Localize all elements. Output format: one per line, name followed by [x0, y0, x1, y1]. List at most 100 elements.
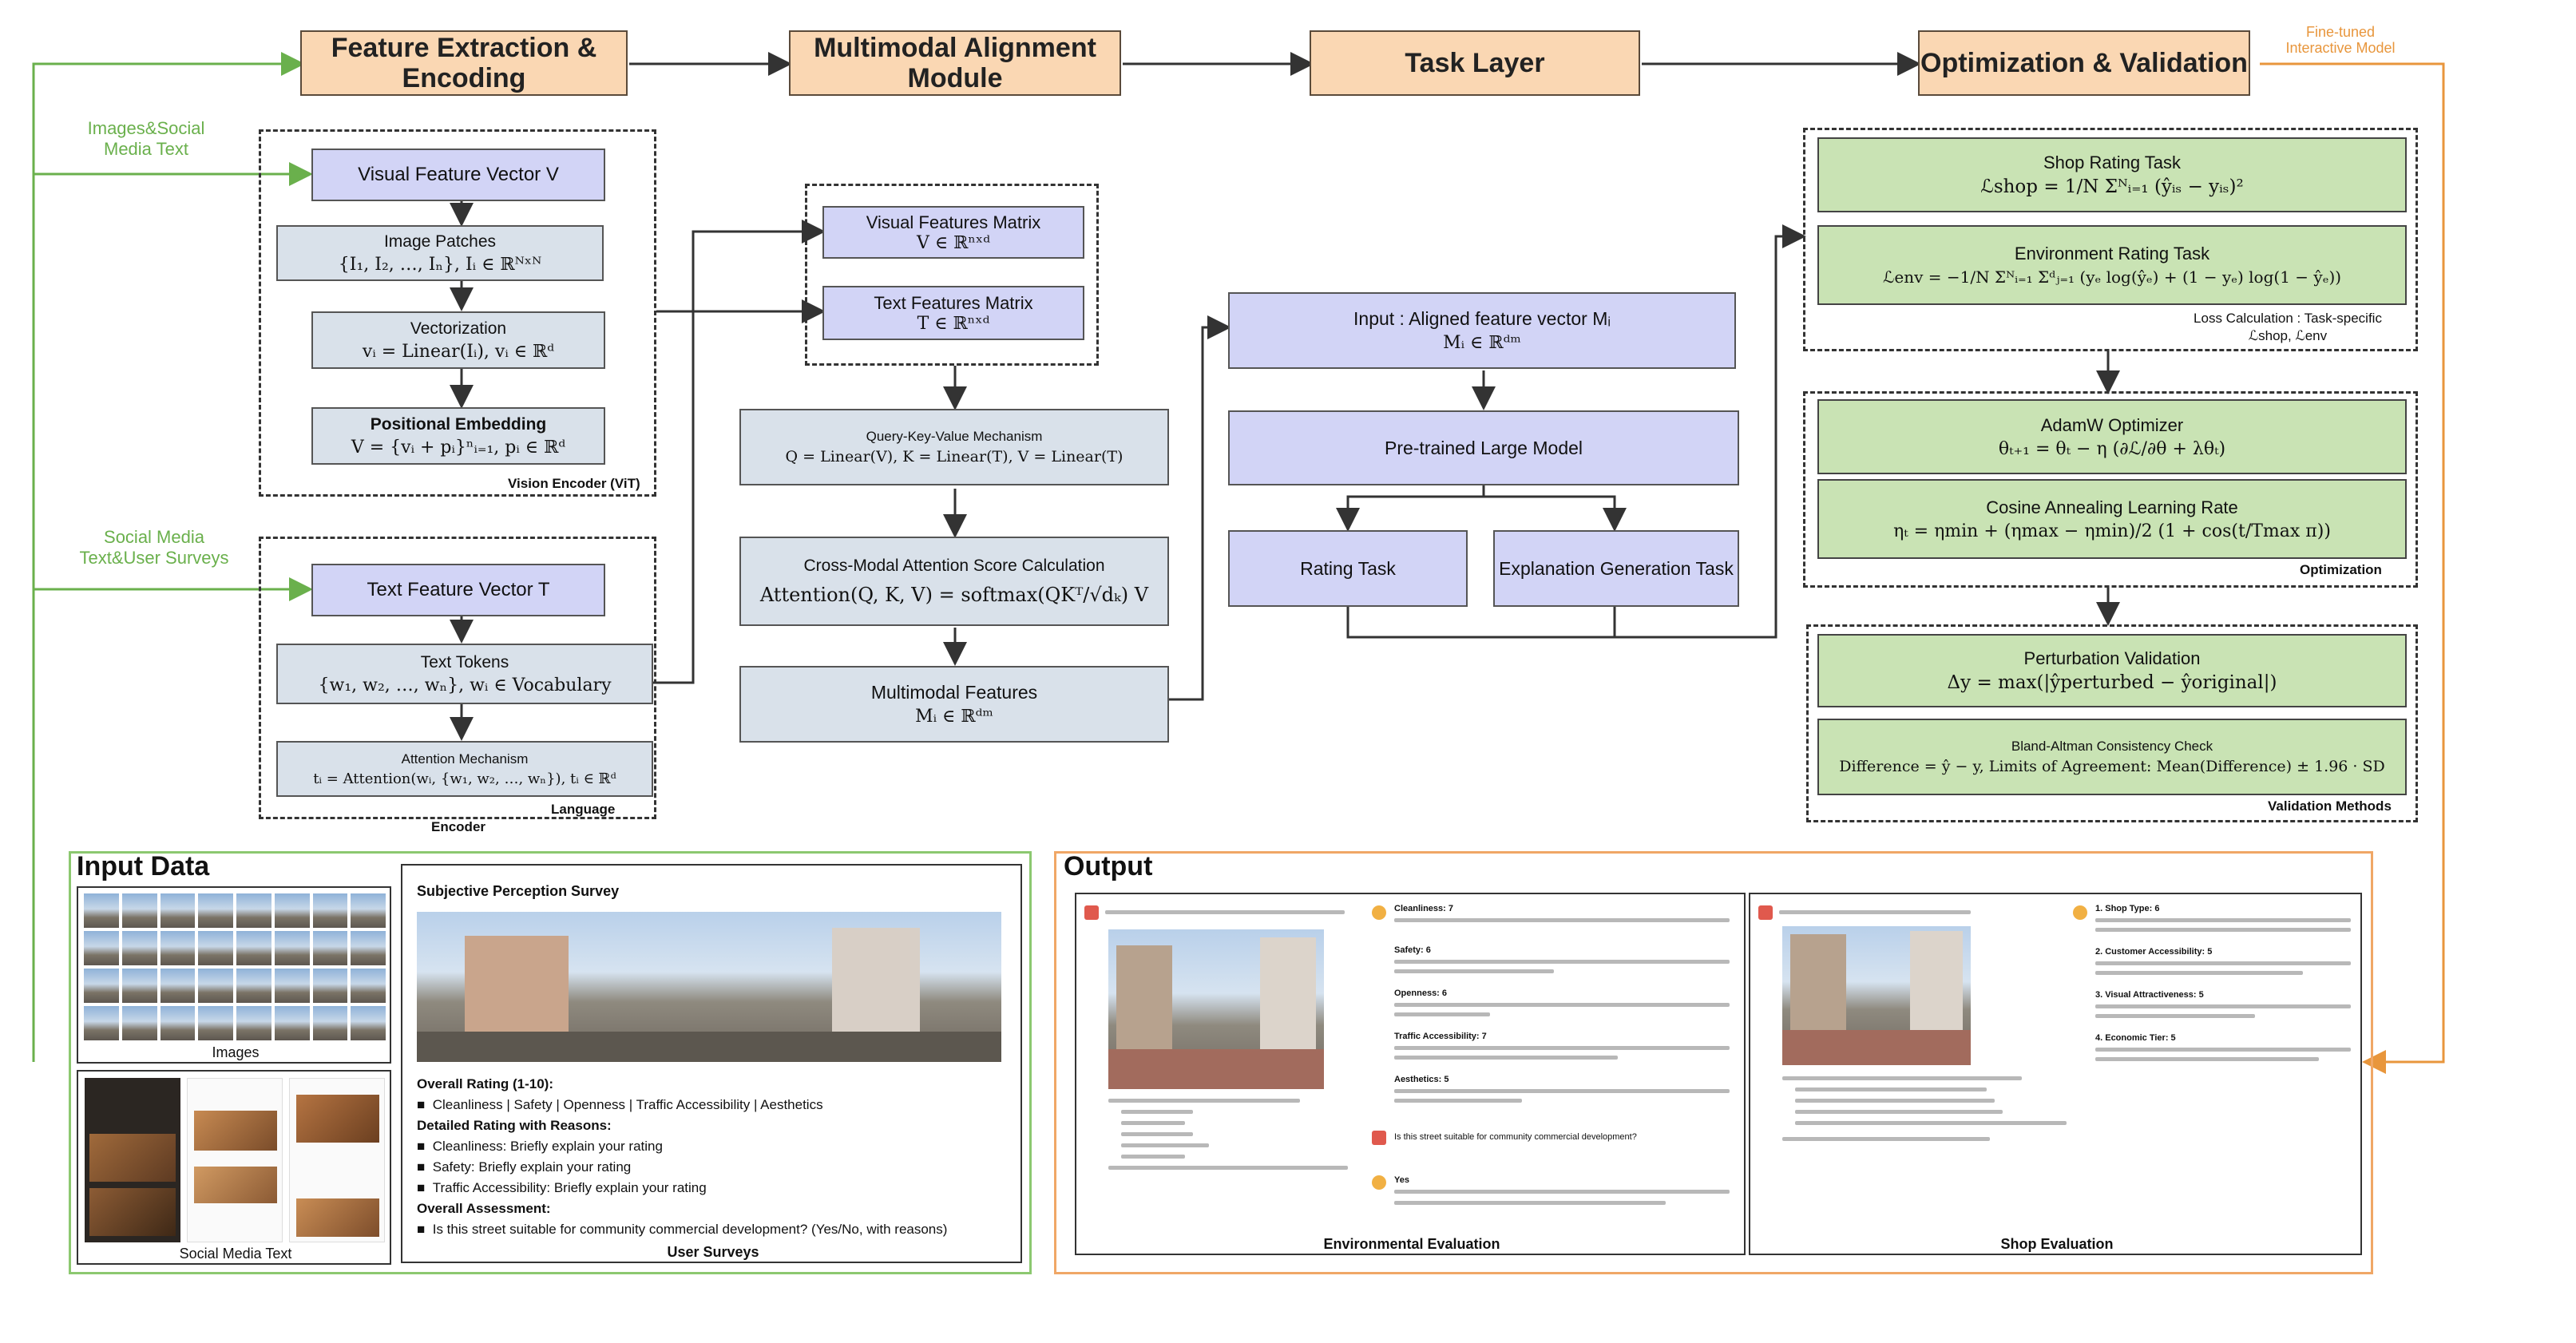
pretrained-model-box: Pre-trained Large Model [1228, 410, 1739, 485]
street-panorama [417, 912, 1001, 1062]
text-line [1394, 1099, 1522, 1103]
assistant-avatar-icon [1372, 905, 1386, 920]
thumbnail [83, 968, 120, 1004]
text-line [2095, 928, 2351, 932]
environmental-evaluation-panel: Cleanliness: 7 Safety: 6 Openness: 6 Tra… [1075, 893, 1746, 1255]
text-line [1795, 1121, 2067, 1125]
output-panel [1054, 851, 2373, 1274]
assistant-avatar-icon [1372, 1175, 1386, 1190]
social-screenshot-light [289, 1078, 385, 1242]
loss-caption-line-2: ℒshop, ℒenv [2248, 328, 2328, 343]
thumbnail [121, 893, 158, 929]
text-feature-label: Text Feature Vector T [367, 579, 550, 600]
survey-title: Subjective Perception Survey [417, 883, 620, 899]
adamw-title: AdamW Optimizer [2040, 414, 2184, 435]
header-task-layer-label: Task Layer [1405, 48, 1545, 78]
vectorization-box: Vectorization vᵢ = Linear(Iᵢ), vᵢ ∈ ℝᵈ [311, 311, 605, 369]
loss-calculation-group [1803, 128, 2418, 351]
food-photo [194, 1111, 277, 1151]
thumbnail [350, 930, 386, 966]
customer-accessibility-score: 2. Customer Accessibility: 5 [2095, 947, 2213, 957]
detail-text: Traffic Accessibility: Briefly explain y… [432, 1180, 707, 1195]
qkv-mechanism-box: Query-Key-Value Mechanism Q = Linear(V),… [739, 409, 1169, 485]
bullet-icon: ■ [417, 1180, 426, 1195]
image-patches-formula: {I₁, I₂, …, Iₙ}, Iᵢ ∈ ℝᴺˣᴺ [338, 254, 542, 275]
text-line [1108, 1099, 1300, 1103]
user-avatar-icon [1084, 905, 1099, 920]
street-surface [417, 1032, 1001, 1062]
aesthetics-score: Aesthetics: 5 [1394, 1075, 1449, 1084]
text-line [1394, 1046, 1730, 1050]
cross-modal-attention-box: Cross-Modal Attention Score Calculation … [739, 537, 1169, 626]
encoder-caption: Encoder [431, 819, 486, 834]
visual-matrix-formula: V ∈ ℝⁿˣᵈ [916, 232, 991, 253]
rating-items-row: ■ Cleanliness | Safety | Openness | Traf… [417, 1097, 823, 1113]
detail-row: ■ Cleanliness: Briefly explain your rati… [417, 1139, 663, 1155]
economic-tier-score: 4. Economic Tier: 5 [2095, 1033, 2176, 1043]
thumbnail [197, 968, 234, 1004]
text-line [2095, 918, 2351, 922]
food-photo [296, 1198, 379, 1237]
thumbnail [311, 968, 349, 1004]
text-line [2095, 971, 2303, 975]
text-line [1121, 1155, 1185, 1159]
multimodal-features-box: Multimodal Features Mᵢ ∈ ℝᵈᵐ [739, 666, 1169, 743]
cosine-formula: ηₜ = ηmin + (ηmax − ηmin)/2 (1 + cos(t/T… [1893, 521, 2331, 541]
detail-row: ■ Safety: Briefly explain your rating [417, 1159, 631, 1175]
attention-mechanism-title: Attention Mechanism [401, 751, 529, 767]
bullet-icon: ■ [417, 1097, 426, 1112]
text-line [1779, 910, 1971, 914]
text-line [1795, 1087, 1987, 1091]
multimodal-features-formula: Mᵢ ∈ ℝᵈᵐ [915, 707, 993, 727]
text-features-matrix-box: Text Features Matrix T ∈ ℝⁿˣᵈ [822, 286, 1084, 340]
food-photo [296, 1095, 379, 1143]
thumbnail [159, 968, 196, 1004]
building [465, 936, 569, 1038]
thumbnail [236, 1005, 272, 1041]
header-optimization-validation-label: Optimization & Validation [1920, 48, 2248, 78]
text-line [1795, 1110, 2003, 1114]
text-line [2095, 1014, 2255, 1018]
text-matrix-title: Text Features Matrix [874, 292, 1033, 313]
street-photo [1782, 926, 1971, 1065]
detail-text: Safety: Briefly explain your rating [432, 1159, 632, 1175]
text-line [1394, 1003, 1730, 1007]
street-surface [1782, 1030, 1971, 1065]
thumbnail [273, 893, 311, 929]
building [1260, 937, 1316, 1049]
explanation-task-label: Explanation Generation Task [1499, 557, 1734, 579]
cleanliness-score: Cleanliness: 7 [1394, 904, 1453, 913]
aligned-input-title: Input : Aligned feature vector Mᵢ [1353, 308, 1611, 329]
rating-task-box: Rating Task [1228, 530, 1468, 607]
rating-task-label: Rating Task [1300, 557, 1396, 579]
survey-panel: Subjective Perception Survey Overall Rat… [401, 864, 1022, 1263]
env-rating-formula: ℒenv = −1/N Σᴺᵢ₌₁ Σᵈⱼ₌₁ (yₑ log(ŷₑ) + (1… [1882, 267, 2342, 287]
text-line [1795, 1099, 1995, 1103]
text-line [1394, 1012, 1490, 1016]
thumbnail [197, 1005, 234, 1041]
header-multimodal-alignment: Multimodal Alignment Module [789, 30, 1121, 96]
social-media-caption: Social Media Text [179, 1246, 292, 1262]
visual-feature-label: Visual Feature Vector V [358, 164, 559, 185]
fine-tuned-label: Fine-tuned Interactive Model [2285, 24, 2396, 56]
text-line [1394, 1089, 1730, 1093]
thumbnail [121, 968, 158, 1004]
text-line [1394, 1201, 1666, 1205]
shop-rating-formula: ℒshop = 1/N Σᴺᵢ₌₁ (ŷᵢₛ − yᵢₛ)² [1980, 176, 2244, 197]
thumbnail [311, 1005, 349, 1041]
thumbnail [273, 1005, 311, 1041]
images-caption: Images [212, 1044, 260, 1060]
env-question: Is this street suitable for community co… [1394, 1132, 1637, 1142]
text-line [1105, 910, 1345, 914]
thumbnail [236, 893, 272, 929]
text-tokens-title: Text Tokens [420, 652, 509, 672]
cosine-title: Cosine Annealing Learning Rate [1986, 497, 2238, 517]
building [1116, 945, 1172, 1049]
thumbnail [159, 1005, 196, 1041]
street-surface [1108, 1049, 1324, 1089]
validation-caption: Validation Methods [2268, 798, 2392, 814]
text-line [2095, 1048, 2351, 1052]
food-photo [89, 1134, 176, 1182]
social-screenshot-dark [85, 1078, 180, 1242]
visual-attractiveness-score: 3. Visual Attractiveness: 5 [2095, 990, 2204, 1000]
